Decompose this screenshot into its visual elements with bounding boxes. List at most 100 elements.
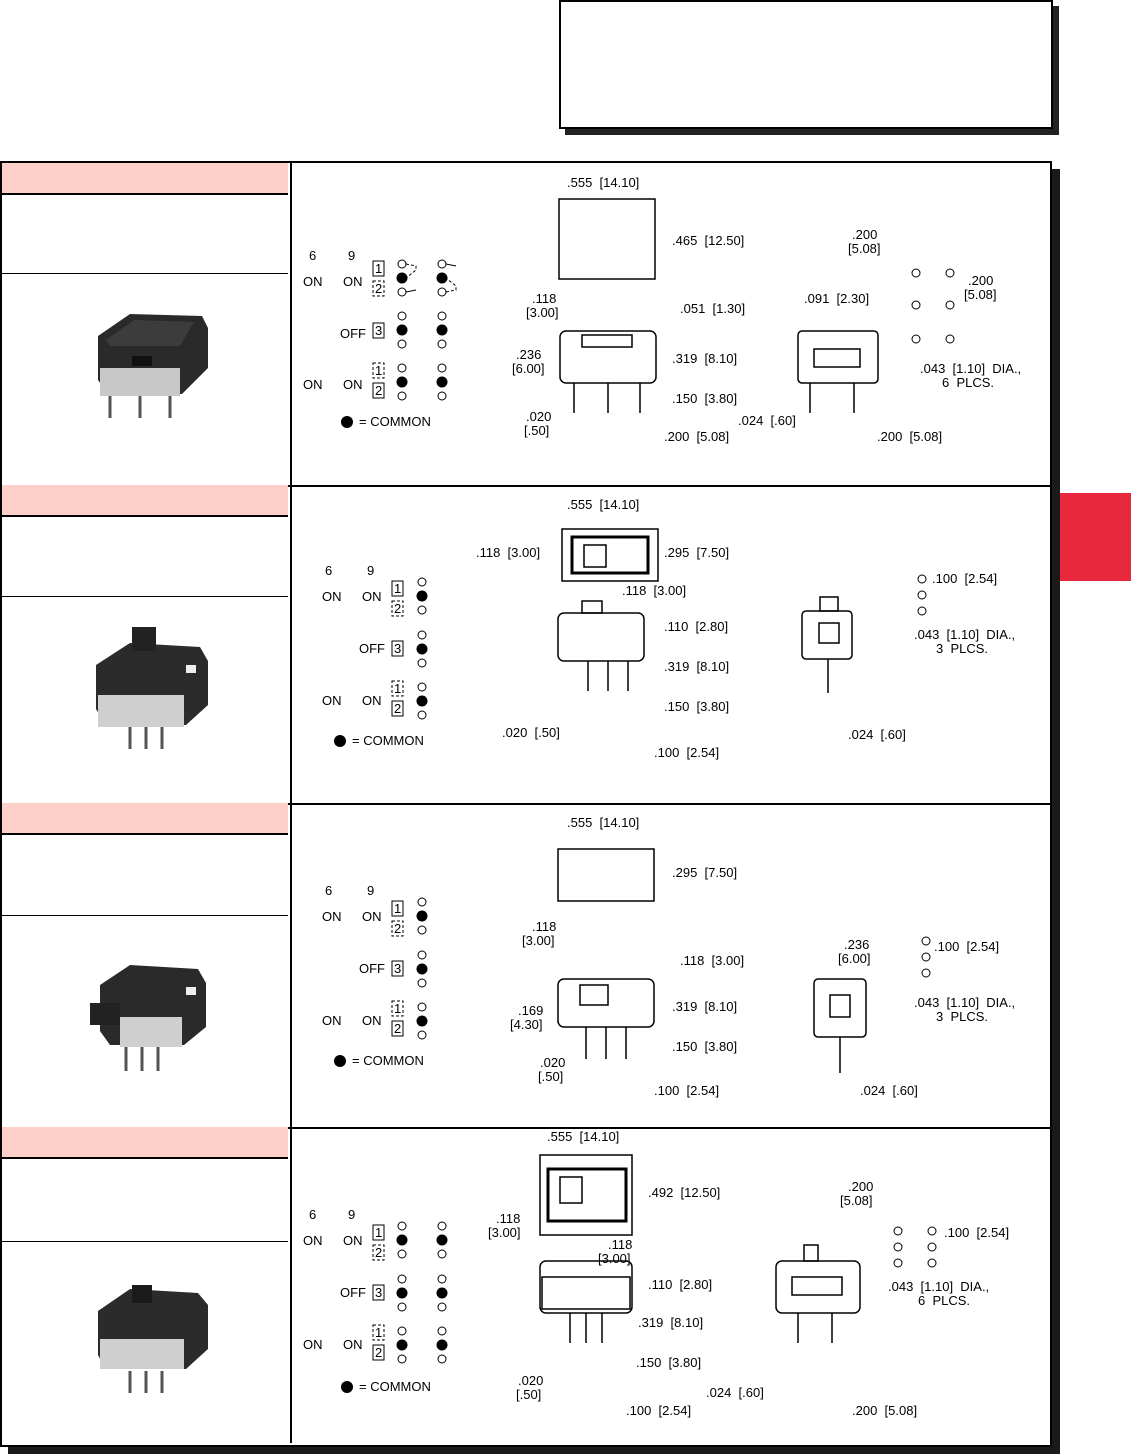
description-divider [2, 915, 288, 916]
pos-a-1: ON [303, 274, 323, 289]
section-tab [1060, 493, 1131, 581]
dimension-label: 1 [375, 1225, 382, 1240]
num-box: 1 [375, 261, 382, 276]
part-header [2, 803, 288, 835]
dimension-label: .150 [3.80] [672, 391, 737, 406]
drawing-area: 6 9 ON ON OFF ON ON 1 2 3 1 2 [303, 175, 1021, 444]
dimension-label: .236 [844, 937, 869, 952]
dimension-label: .020 [526, 409, 551, 424]
dimension-label: 2 [375, 1345, 382, 1360]
dimension-label: 1 [394, 681, 401, 696]
drawing-area: 6 9 ON ON OFF ON ON 1 2 3 1 2 = COMMON [322, 815, 1015, 1098]
dimension-label: .555 [14.10] [567, 175, 639, 190]
dimension-label: OFF [359, 641, 385, 656]
dimension-labels: .555 [14.10] .118 [3.00] .295 [7.50] .11… [476, 497, 1015, 760]
info-column [2, 803, 292, 1127]
part-header [2, 485, 288, 517]
dimension-label: 6 PLCS. [942, 375, 994, 390]
switch-row-2: 6 9 ON ON OFF ON ON 1 2 3 1 2 = COMMON [2, 485, 1050, 805]
switch-row-1: 6 9 ON ON OFF ON ON 1 2 3 1 2 [2, 163, 1050, 487]
dimension-label: .200 [5.08] [852, 1403, 917, 1418]
dimension-label: .200 [5.08] [877, 429, 942, 444]
dimension-label: .100 [2.54] [654, 745, 719, 760]
dimension-drawing [557, 848, 867, 1073]
dimension-label: .118 [608, 1237, 632, 1252]
dimension-label: .020 [.50] [502, 725, 560, 740]
dimension-label: ON [303, 1337, 323, 1352]
catalog-frame: 6 9 ON ON OFF ON ON 1 2 3 1 2 [0, 161, 1052, 1447]
description-divider [2, 1241, 288, 1242]
description-divider [2, 273, 288, 274]
part-header [2, 1127, 288, 1159]
dimension-label: 3 PLCS. [936, 1009, 988, 1024]
dimension-label: .043 [1.10] DIA., [888, 1279, 989, 1294]
schematic: 6 9 ON ON OFF ON ON 1 2 3 1 2 [303, 1207, 448, 1394]
dimension-label: .020 [518, 1373, 543, 1388]
dimension-label: .169 [518, 1003, 543, 1018]
dimension-label: 6 PLCS. [918, 1293, 970, 1308]
switch-photo [98, 314, 208, 418]
pos-b-2: OFF [340, 326, 366, 341]
dimension-label: .100 [2.54] [626, 1403, 691, 1418]
schematic: 6 9 ON ON OFF ON ON 1 2 3 1 2 = COMMON [322, 883, 428, 1068]
dimension-label: 2 [394, 701, 401, 716]
dimension-label: .200 [968, 273, 993, 288]
dimension-label: 9 [367, 563, 374, 578]
dimension-label: .091 [2.30] [804, 291, 869, 306]
dimension-label: .319 [8.10] [638, 1315, 703, 1330]
dimension-label: .118 [3.00] [622, 583, 686, 598]
dimension-label: 2 [394, 921, 401, 936]
dimension-drawing [557, 528, 853, 693]
dimension-label: [6.00] [838, 951, 871, 966]
dimension-label: .200 [5.08] [664, 429, 729, 444]
dimension-label: 3 PLCS. [936, 641, 988, 656]
switch-photo [96, 627, 208, 749]
switch-row-4: 6 9 ON ON OFF ON ON 1 2 3 1 2 [2, 1127, 1050, 1443]
dimension-label: [.50] [524, 423, 549, 438]
dimension-label: 1 [394, 901, 401, 916]
dimension-label: 3 [394, 641, 401, 656]
dimension-drawing [539, 1154, 861, 1343]
legend-common: = COMMON [359, 414, 431, 429]
dimension-label: 6 [325, 883, 332, 898]
dimension-label: 1 [394, 581, 401, 596]
num-box: 1 [375, 363, 382, 378]
dimension-label: [3.00] [598, 1251, 631, 1266]
switch-photo [90, 965, 206, 1071]
dimension-label: .200 [852, 227, 877, 242]
dimension-label: 2 [375, 1245, 382, 1260]
drawing-area: 6 9 ON ON OFF ON ON 1 2 3 1 2 = COMMON [322, 497, 1015, 760]
dimension-label: .043 [1.10] DIA., [914, 995, 1015, 1010]
dimension-label: [3.00] [522, 933, 555, 948]
dimension-label: .118 [3.00] [476, 545, 540, 560]
dimension-label: 6 [325, 563, 332, 578]
info-column [2, 485, 292, 803]
dimension-label: .024 [.60] [706, 1385, 764, 1400]
dimension-label: ON [303, 1233, 323, 1248]
dimension-label: ON [362, 589, 382, 604]
dimension-label: .024 [.60] [738, 413, 796, 428]
dimension-label: .319 [8.10] [672, 999, 737, 1014]
dimension-label: .024 [.60] [860, 1083, 918, 1098]
pos-b-1: ON [343, 274, 363, 289]
description-divider [2, 596, 288, 597]
dimension-label: OFF [359, 961, 385, 976]
dimension-label: .555 [14.10] [547, 1129, 619, 1144]
col-label-b: 9 [348, 248, 355, 263]
dimension-label: .024 [.60] [848, 727, 906, 742]
dimension-label: .100 [2.54] [934, 939, 999, 954]
dimension-label: .555 [14.10] [567, 815, 639, 830]
dimension-label: ON [322, 909, 342, 924]
part-header [2, 163, 288, 195]
dimension-label: OFF [340, 1285, 366, 1300]
switch-photo [98, 1285, 208, 1393]
dimension-label: [4.30] [510, 1017, 543, 1032]
info-column [2, 163, 292, 485]
dimension-label: 3 [394, 961, 401, 976]
dimension-label: .100 [2.54] [654, 1083, 719, 1098]
dimension-label: ON [343, 1337, 363, 1352]
num-box: 2 [375, 281, 382, 296]
dimension-label: .118 [532, 919, 556, 934]
col-label-a: 6 [309, 248, 316, 263]
dimension-label: ON [362, 693, 382, 708]
